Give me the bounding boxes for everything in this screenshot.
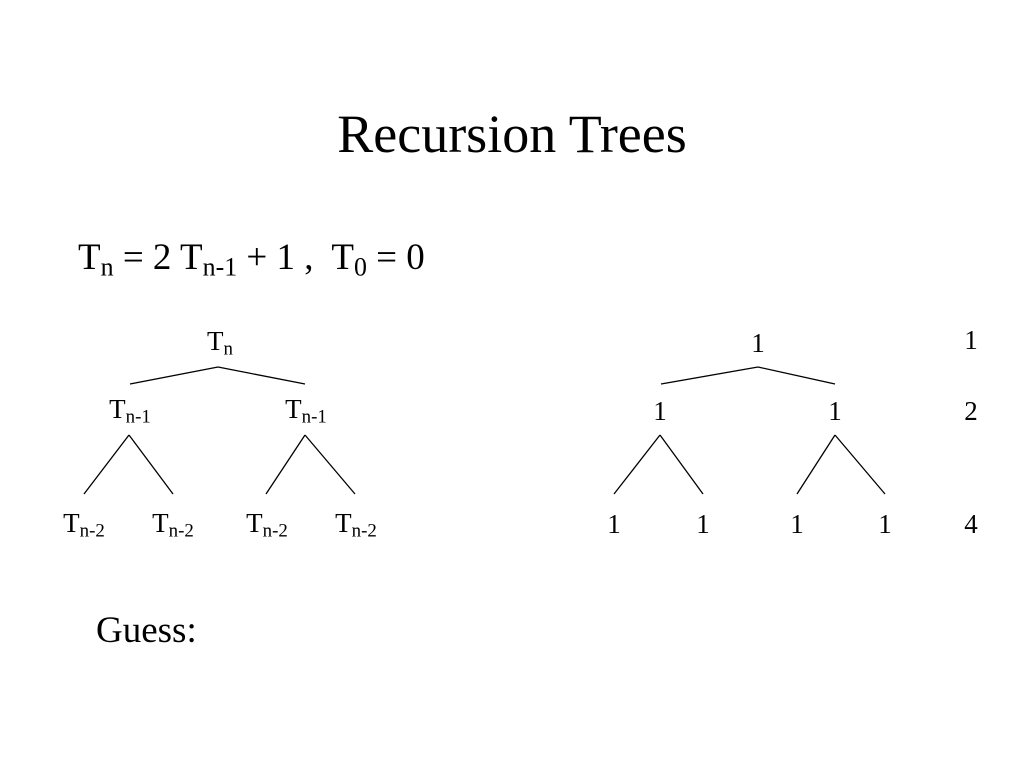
level-sum: 4: [964, 509, 978, 539]
edge: [796, 434, 836, 495]
tree-node: 1: [653, 396, 667, 426]
tree-node: Tn-1: [285, 394, 327, 428]
tree-node: Tn-2: [152, 508, 194, 542]
edge: [83, 434, 130, 495]
tree-node: 1: [790, 509, 804, 539]
guess-label: Guess:: [96, 610, 197, 651]
tree-node: Tn-2: [63, 508, 105, 542]
tree-node: 1: [607, 509, 621, 539]
tree-node: 1: [878, 509, 892, 539]
recurrence-equation: Tn = 2 Tn-1 + 1 , T0 = 0: [78, 237, 425, 282]
edge: [834, 434, 886, 495]
level-sum: 2: [964, 396, 978, 426]
level-sum: 1: [964, 325, 978, 355]
edge: [128, 434, 174, 495]
edge: [304, 434, 356, 495]
tree-node-root: 1: [751, 328, 765, 358]
edge: [217, 366, 306, 385]
edge: [660, 366, 759, 385]
tree-node: Tn-2: [335, 508, 377, 542]
tree-node: 1: [828, 396, 842, 426]
tree-node: Tn-2: [246, 508, 288, 542]
edge: [265, 434, 306, 495]
tree-node: 1: [696, 509, 710, 539]
edge: [659, 434, 704, 495]
slide-title: Recursion Trees: [337, 104, 687, 164]
edge: [757, 366, 836, 385]
edge: [613, 434, 661, 495]
tree-node: Tn-1: [109, 394, 151, 428]
tree-node-root: Tn: [207, 326, 233, 360]
edge: [129, 366, 219, 385]
